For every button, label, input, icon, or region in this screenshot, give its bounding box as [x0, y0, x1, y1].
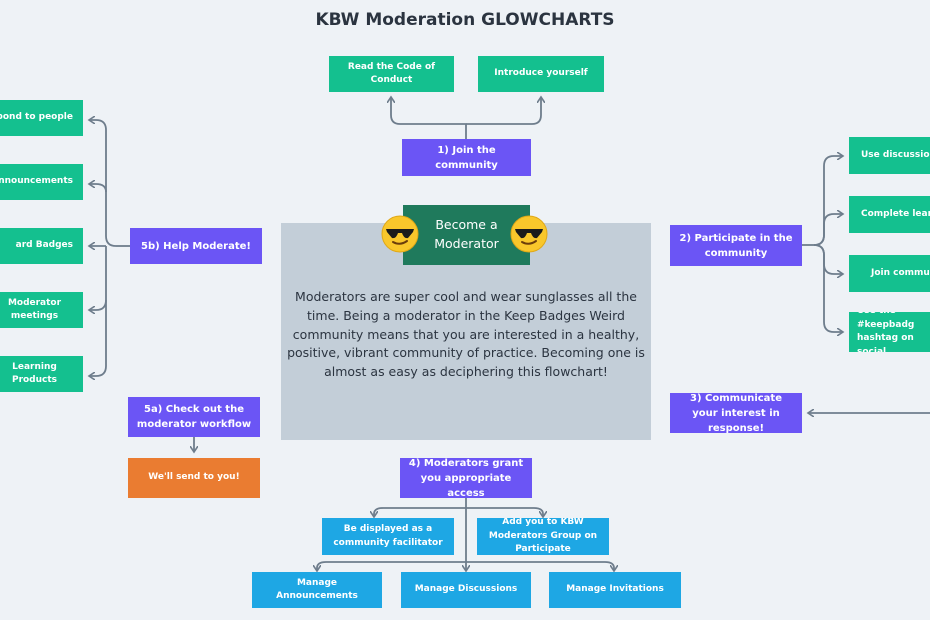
page-title: KBW Moderation GLOWCHARTS — [315, 10, 615, 30]
connector-participate-2 — [813, 214, 843, 246]
moderator-description: Moderators are super cool and wear sungl… — [287, 289, 645, 379]
keepbadges-hashtag-node: Use the #keepbadg hashtag on social — [849, 312, 930, 352]
sunglasses-emoji-icon — [510, 215, 548, 253]
award-badges-node: ard Badges — [0, 228, 83, 264]
moderator-workflow-step: 5a) Check out the moderator workflow — [128, 397, 260, 437]
connector-participate-1 — [813, 156, 843, 246]
join-community-node: Join community — [849, 255, 930, 292]
connector-help-4 — [89, 246, 107, 310]
introduce-yourself-node: Introduce yourself — [478, 56, 604, 92]
participate-step: 2) Participate in the community — [670, 225, 802, 266]
connector-grant-right — [466, 507, 543, 517]
become-moderator-heading: Become a Moderator — [403, 205, 530, 265]
help-moderate-step: 5b) Help Moderate! — [130, 228, 262, 264]
read-code-of-conduct-node: Read the Code of Conduct — [329, 56, 454, 92]
manage-announcements-node: Manage Announcements — [252, 572, 382, 608]
announcements-node: Announcements — [0, 164, 83, 200]
manage-invitations-node: Manage Invitations — [549, 572, 681, 608]
connector-help-2 — [89, 184, 107, 193]
connector-help-1 — [89, 120, 117, 247]
manage-discussions-node: Manage Discussions — [401, 572, 531, 608]
community-facilitator-node: Be displayed as a community facilitator — [322, 518, 454, 555]
respond-to-people-node: pond to people — [0, 100, 83, 136]
use-discussion-node: Use discussion t — [849, 137, 930, 174]
join-community-step: 1) Join the community — [402, 139, 531, 176]
connector-join-to-introduce — [466, 97, 541, 125]
communicate-interest-step: 3) Communicate your interest in response… — [670, 393, 802, 433]
we-will-send-node: We'll send to you! — [128, 458, 260, 498]
connector-grant-manage-right — [466, 561, 614, 571]
sunglasses-emoji-icon — [381, 215, 419, 253]
connector-participate-4 — [813, 244, 843, 332]
learning-products-node: Learning Products — [0, 356, 83, 392]
moderators-group-node: Add you to KBW Moderators Group on Parti… — [477, 518, 609, 555]
moderator-meetings-node: Moderator meetings — [0, 292, 83, 328]
connector-participate-3 — [813, 244, 843, 274]
complete-learning-node: Complete learning — [849, 196, 930, 233]
connector-join-to-code — [391, 97, 467, 139]
connector-help-5 — [89, 300, 107, 376]
grant-access-step: 4) Moderators grant you appropriate acce… — [400, 458, 532, 498]
connector-grant-left — [374, 507, 466, 517]
connector-grant-manage-left — [317, 561, 466, 571]
